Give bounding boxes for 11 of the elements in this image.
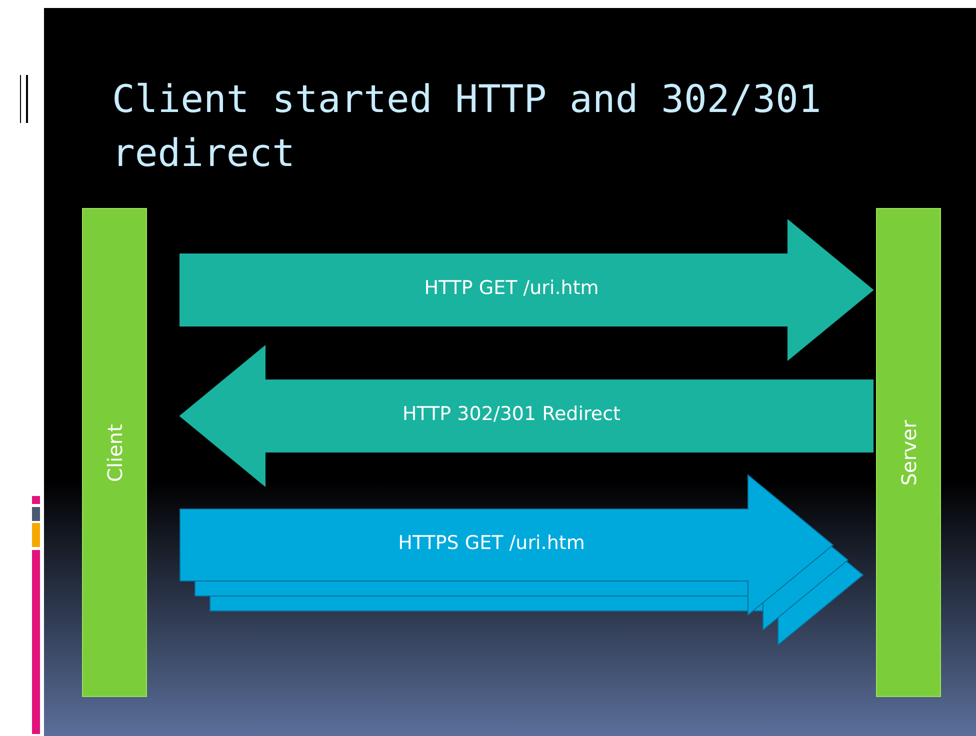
edge-label: HTTP GET /uri.htm [424, 277, 599, 299]
lifeline-bar [82, 208, 147, 697]
participant-label: Server [896, 420, 920, 486]
edge-label: HTTP 302/301 Redirect [402, 403, 620, 425]
block-arrow [180, 218, 874, 362]
block-arrow [179, 344, 874, 488]
edge-label: HTTPS GET /uri.htm [398, 532, 585, 554]
lifeline-bar [876, 208, 941, 697]
block-arrow [180, 474, 864, 646]
slide-title: Client started HTTP and 302/301 redirect [112, 76, 822, 177]
participant-label: Client [102, 424, 126, 482]
